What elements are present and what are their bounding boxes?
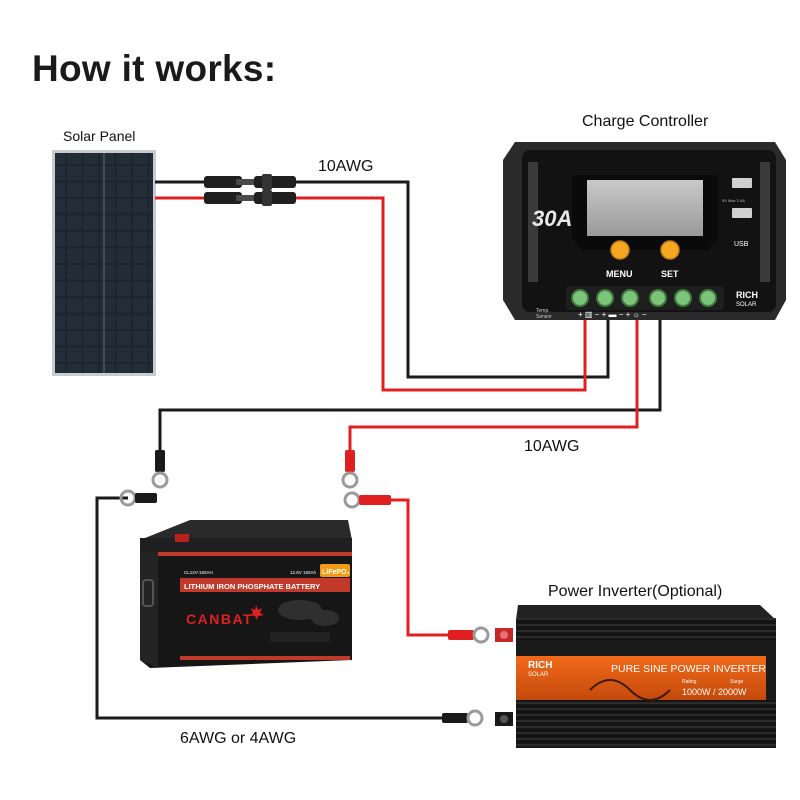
- battery-capacity: 12.8V 150Ah: [290, 570, 317, 575]
- menu-label: MENU: [606, 269, 633, 279]
- charge-controller: 30A MENU SET 5V Max 2.4A USB Temp. Senso…: [503, 142, 786, 320]
- ring-terminal-inverter-black: [442, 709, 484, 727]
- terminal-bat-negative: [674, 289, 692, 307]
- ring-terminal-battery-red: [343, 491, 391, 509]
- inverter-surge-label: Surge: [730, 679, 744, 685]
- battery-chem-badge: LiFePO₄: [322, 569, 350, 576]
- inverter-brand-line1: RICH: [528, 660, 552, 671]
- mc4-connectors: [204, 174, 296, 206]
- battery-type-text: LITHIUM IRON PHOSPHATE BATTERY: [184, 582, 320, 591]
- controller-brand-line1: RICH: [736, 290, 758, 300]
- usb-port-1: [732, 178, 752, 188]
- set-button: [660, 240, 680, 260]
- ring-terminal-upper-black: [151, 450, 169, 489]
- inverter-negative-wire: [95, 496, 450, 720]
- charge-controller-label: Charge Controller: [582, 113, 709, 130]
- lifepo4-battery: LITHIUM IRON PHOSPHATE BATTERY LiFePO₄ C…: [140, 520, 352, 668]
- terminal-load: [699, 289, 717, 307]
- lcd-screen: [587, 180, 703, 236]
- terminal-bat-positive: [649, 289, 667, 307]
- inverter-power: 1000W / 2000W: [682, 687, 747, 697]
- wire-gauge-label-bottom: 6AWG or 4AWG: [180, 730, 297, 747]
- terminal-pv-negative: [621, 289, 639, 307]
- battery-negative-wire: [158, 320, 662, 452]
- battery-brand: CANBAT: [186, 611, 253, 627]
- temp-sensor-label-1: Temp.: [536, 308, 550, 314]
- power-inverter: RICH SOLAR PURE SINE POWER INVERTER Rati…: [495, 605, 776, 748]
- controller-brand-line2: SOLAR: [736, 302, 757, 308]
- battery-model: CL12V-150AH: [184, 570, 213, 575]
- ring-terminals: [119, 450, 490, 727]
- ring-terminal-upper-red: [341, 450, 359, 489]
- temp-sensor-label-2: Sensor: [536, 314, 552, 320]
- page-title: How it works:: [32, 48, 277, 89]
- ring-terminal-inverter-red: [448, 626, 490, 644]
- solar-panel: [52, 150, 156, 376]
- inverter-positive-post: [495, 628, 513, 642]
- wire-gauge-label-middle: 10AWG: [524, 438, 580, 455]
- usb-spec: 5V Max 2.4A: [722, 198, 745, 203]
- current-rating: 30A: [532, 206, 572, 231]
- maple-leaf-icon: [250, 605, 264, 620]
- sine-wave-icon: [589, 679, 671, 701]
- mc4-connector-positive: [204, 190, 296, 206]
- terminal-pv-positive: [596, 289, 614, 307]
- usb-port-2: [732, 208, 752, 218]
- ring-terminal-battery-black: [119, 489, 157, 507]
- controller-terminals: [571, 289, 717, 307]
- terminal-temp: [571, 289, 589, 307]
- pv-positive-wire: [295, 196, 587, 392]
- solar-panel-label: Solar Panel: [63, 128, 136, 144]
- inverter-product: PURE SINE POWER INVERTER: [611, 663, 766, 675]
- inverter-brand-line2: SOLAR: [528, 672, 549, 678]
- inverter-rating-label: Rating: [682, 679, 697, 685]
- menu-button: [610, 240, 630, 260]
- pv-negative-wire: [295, 180, 610, 379]
- inverter-label: Power Inverter(Optional): [548, 583, 723, 600]
- wire-gauge-label-top: 10AWG: [318, 158, 374, 175]
- wires: [95, 180, 662, 720]
- inverter-negative-post: [495, 712, 513, 726]
- inverter-positive-wire: [390, 498, 465, 637]
- usb-label: USB: [734, 241, 749, 248]
- polarity-marks-pv: + ▥ − + ▬ − + ☼ −: [578, 310, 647, 319]
- battery-positive-wire: [348, 320, 639, 452]
- set-label: SET: [661, 269, 679, 279]
- mc4-connector-negative: [204, 174, 296, 190]
